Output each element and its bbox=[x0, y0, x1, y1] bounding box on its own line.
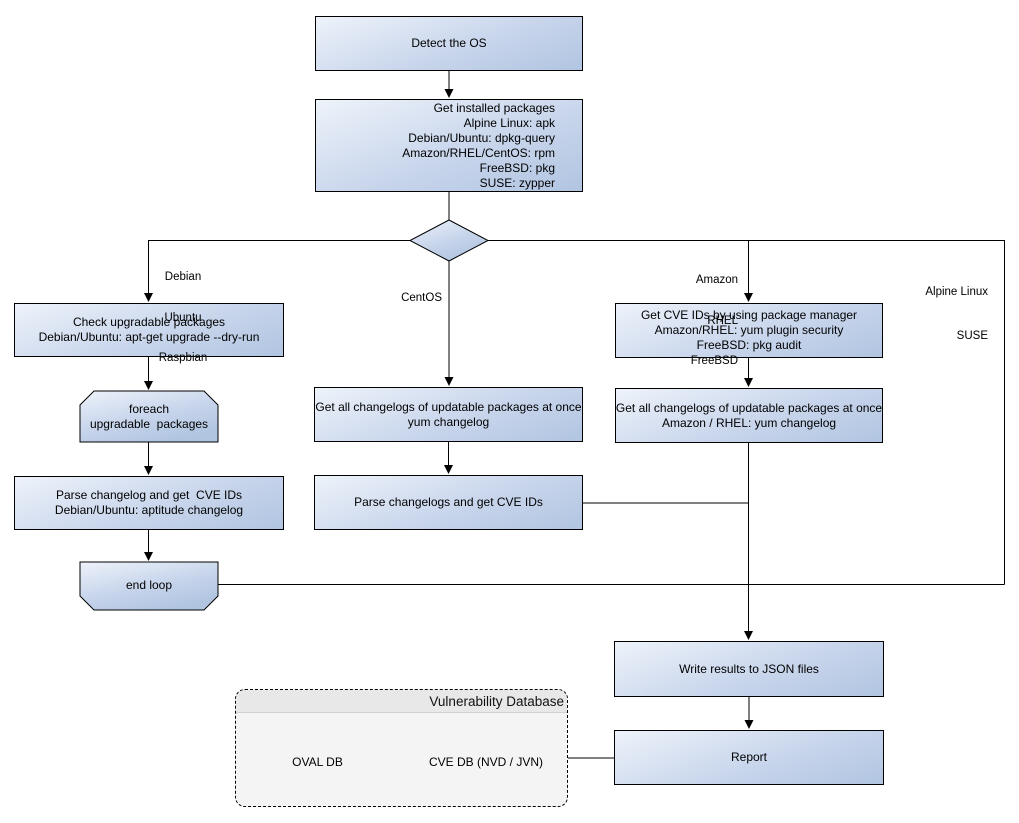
node-label: Get installed packages bbox=[433, 100, 555, 115]
node-label: Get CVE IDs by using package manager bbox=[640, 308, 858, 322]
node-label: Get all changelogs of updatable packages… bbox=[615, 400, 883, 415]
branch-label-line: RHEL bbox=[707, 314, 738, 327]
node-label: FreeBSD: pkg bbox=[479, 160, 555, 175]
connectors bbox=[148, 71, 1005, 759]
node-get-cve-ids-package-manager: Get CVE IDs by using package manager Ama… bbox=[615, 303, 883, 358]
arrowhead bbox=[444, 465, 453, 474]
arrowheads bbox=[144, 89, 754, 729]
node-get-changelogs-amazon: Get all changelogs of updatable packages… bbox=[615, 388, 883, 443]
oval-db-label: OVAL DB bbox=[292, 755, 343, 769]
node-get-changelogs-centos: Get all changelogs of updatable packages… bbox=[314, 387, 583, 442]
arrowhead bbox=[444, 377, 454, 386]
node-parse-changelog-debian: Parse changelog and get CVE IDs Debian/U… bbox=[14, 476, 284, 530]
connector-line bbox=[148, 240, 410, 294]
arrowhead bbox=[744, 720, 754, 729]
node-label: Amazon / RHEL: yum changelog bbox=[661, 415, 837, 430]
node-label: SUSE: zypper bbox=[479, 175, 555, 190]
node-label: yum changelog bbox=[407, 414, 490, 429]
branch-label-line: FreeBSD bbox=[690, 355, 738, 367]
node-label: Parse changelog and get CVE IDs bbox=[55, 488, 243, 502]
end-loop-shape bbox=[79, 561, 219, 611]
cve-db-label: CVE DB (NVD / JVN) bbox=[428, 755, 543, 769]
node-label: foreach bbox=[128, 402, 170, 416]
branch-label-centos: CentOS bbox=[392, 265, 442, 333]
branch-label-line: Ubuntu bbox=[164, 311, 202, 324]
node-end-loop-label: end loop bbox=[80, 570, 218, 600]
node-detect-os: Detect the OS bbox=[315, 16, 583, 71]
node-write-results-json: Write results to JSON files bbox=[614, 641, 884, 697]
vulnerability-database-title: Vulnerability Database bbox=[429, 693, 564, 709]
branch-label-line: Debian bbox=[164, 271, 202, 283]
node-label: Debian/Ubuntu: dpkg-query bbox=[408, 130, 555, 145]
node-label: Amazon/RHEL: yum plugin security bbox=[654, 323, 844, 337]
node-check-upgradable-packages: Check upgradable packages Debian/Ubuntu:… bbox=[14, 303, 284, 357]
node-label: Check upgradable packages bbox=[72, 315, 226, 329]
decision-diamond bbox=[408, 219, 490, 262]
branch-label-line: Alpine Linux bbox=[925, 286, 988, 298]
node-label: Detect the OS bbox=[411, 36, 487, 50]
branch-label-alpine: Alpine Linux SUSE bbox=[898, 256, 988, 372]
node-label: Amazon/RHEL/CentOS: rpm bbox=[402, 145, 555, 160]
branch-label-amazon: Amazon RHEL FreeBSD bbox=[680, 247, 738, 396]
node-get-installed-packages: Get installed packages Alpine Linux: apk… bbox=[315, 99, 583, 192]
branch-label-line: Raspbian bbox=[158, 352, 208, 364]
arrowhead bbox=[744, 293, 753, 302]
node-label: Debian/Ubuntu: aptitude changelog bbox=[54, 503, 244, 517]
branch-label-line: CentOS bbox=[401, 292, 442, 304]
arrowhead bbox=[144, 466, 153, 475]
node-label: Alpine Linux: apk bbox=[463, 115, 555, 130]
branch-label-debian: Debian Ubuntu Raspbian bbox=[153, 244, 213, 393]
arrowhead bbox=[744, 378, 753, 387]
node-label: FreeBSD: pkg audit bbox=[696, 338, 802, 352]
node-label: Parse changelogs and get CVE IDs bbox=[354, 495, 543, 509]
node-label: Report bbox=[730, 750, 768, 764]
node-foreach-label: foreach upgradable packages bbox=[80, 396, 218, 438]
node-label: Debian/Ubuntu: apt-get upgrade --dry-run bbox=[38, 330, 260, 344]
branch-label-line: Amazon bbox=[695, 274, 738, 286]
node-label: Write results to JSON files bbox=[679, 661, 819, 676]
branch-label-line: SUSE bbox=[956, 329, 988, 342]
vulnerability-database-container: Vulnerability Database bbox=[235, 689, 568, 807]
foreach-loop-shape bbox=[79, 390, 219, 443]
node-label: Get all changelogs of updatable packages… bbox=[315, 399, 582, 414]
arrowhead bbox=[144, 552, 153, 561]
arrowhead bbox=[144, 381, 153, 390]
node-parse-changelogs-centos: Parse changelogs and get CVE IDs bbox=[314, 475, 583, 530]
node-label: upgradable packages bbox=[89, 417, 209, 431]
node-report: Report bbox=[614, 730, 884, 785]
node-label: end loop bbox=[125, 577, 173, 592]
arrowhead bbox=[744, 631, 753, 640]
vulnerability-database-header: Vulnerability Database bbox=[236, 690, 567, 713]
arrowhead bbox=[444, 89, 454, 98]
arrowhead bbox=[144, 293, 153, 302]
connector-line bbox=[488, 240, 1005, 585]
